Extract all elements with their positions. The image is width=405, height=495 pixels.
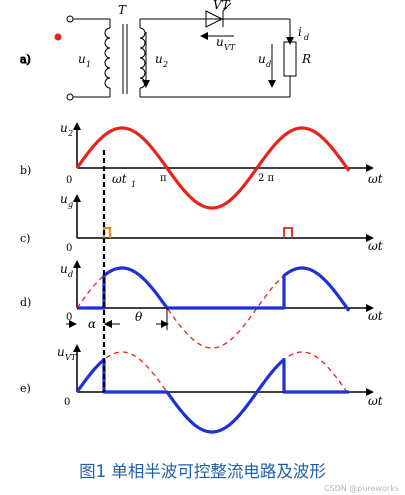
ud-label-sub: d bbox=[266, 60, 271, 69]
e-y-axis-label: u bbox=[57, 345, 65, 359]
gate-pulse-2 bbox=[283, 227, 293, 238]
c-y-axis-label: u bbox=[60, 192, 68, 206]
e-origin-label: 0 bbox=[64, 397, 70, 408]
source-voltage-waveform bbox=[75, 126, 351, 210]
b-t1-label: ωt bbox=[112, 172, 127, 186]
transformer-secondary-coil bbox=[139, 27, 146, 89]
e-x-axis-label: ωt bbox=[368, 394, 383, 408]
e-y-axis-label-sub: VT bbox=[65, 353, 77, 362]
row-label-e: e) bbox=[20, 382, 31, 395]
row-label-c: c) bbox=[20, 232, 30, 245]
resistor-label: R bbox=[301, 52, 311, 66]
transformer-label: T bbox=[118, 3, 127, 17]
u1-label-sub: 1 bbox=[86, 60, 91, 69]
b-x-axis-label: ωt bbox=[368, 172, 383, 186]
b-origin-label: 0 bbox=[66, 175, 72, 186]
watermark: CSDN @pureworks bbox=[323, 484, 399, 493]
thyristor-label: VT bbox=[213, 0, 231, 12]
d-y-axis-label: u bbox=[60, 262, 68, 276]
theta-label: θ bbox=[135, 310, 143, 324]
input-terminal-bottom bbox=[66, 93, 74, 101]
b-y-axis-label: u bbox=[60, 121, 68, 135]
figure-caption: 图1 单相半波可控整流电路及波形 bbox=[79, 462, 326, 481]
u2-label: u bbox=[155, 52, 163, 66]
id-label: i bbox=[298, 25, 302, 39]
output-voltage-waveform bbox=[77, 266, 351, 312]
d-origin-label: 0 bbox=[66, 312, 72, 323]
ud-label: u bbox=[258, 52, 266, 66]
b-y-axis-label-sub: 2 bbox=[67, 129, 73, 138]
transformer-primary-coil bbox=[104, 27, 111, 89]
d-x-axis-label: ωt bbox=[368, 309, 383, 323]
circuit-diagram: a) bbox=[20, 2, 297, 101]
b-t1-label-sub: 1 bbox=[131, 180, 136, 189]
u2-label-sub: 2 bbox=[162, 60, 168, 69]
row-label-a: a) bbox=[20, 53, 31, 66]
row-label-b: b) bbox=[20, 164, 31, 177]
u1-label: u bbox=[78, 52, 86, 66]
d-y-axis-label-sub: d bbox=[68, 270, 73, 279]
thyristor-symbol bbox=[205, 2, 232, 28]
c-x-axis-label: ωt bbox=[368, 239, 383, 253]
c-origin-label: 0 bbox=[66, 243, 72, 254]
id-label-sub: d bbox=[304, 33, 309, 42]
row-label-d: d) bbox=[20, 296, 31, 309]
b-pi-label: π bbox=[160, 173, 167, 184]
uvt-label-sub: VT bbox=[224, 43, 236, 52]
uvt-label: u bbox=[216, 35, 224, 49]
red-dot-marker bbox=[54, 33, 62, 41]
thyristor-voltage-waveform bbox=[75, 358, 349, 434]
alpha-label: α bbox=[88, 317, 96, 331]
input-terminal-top bbox=[66, 15, 74, 23]
b-two-pi-label: 2 π bbox=[258, 173, 275, 184]
resistor-symbol bbox=[283, 41, 297, 77]
c-y-axis-label-sub: g bbox=[68, 200, 73, 209]
